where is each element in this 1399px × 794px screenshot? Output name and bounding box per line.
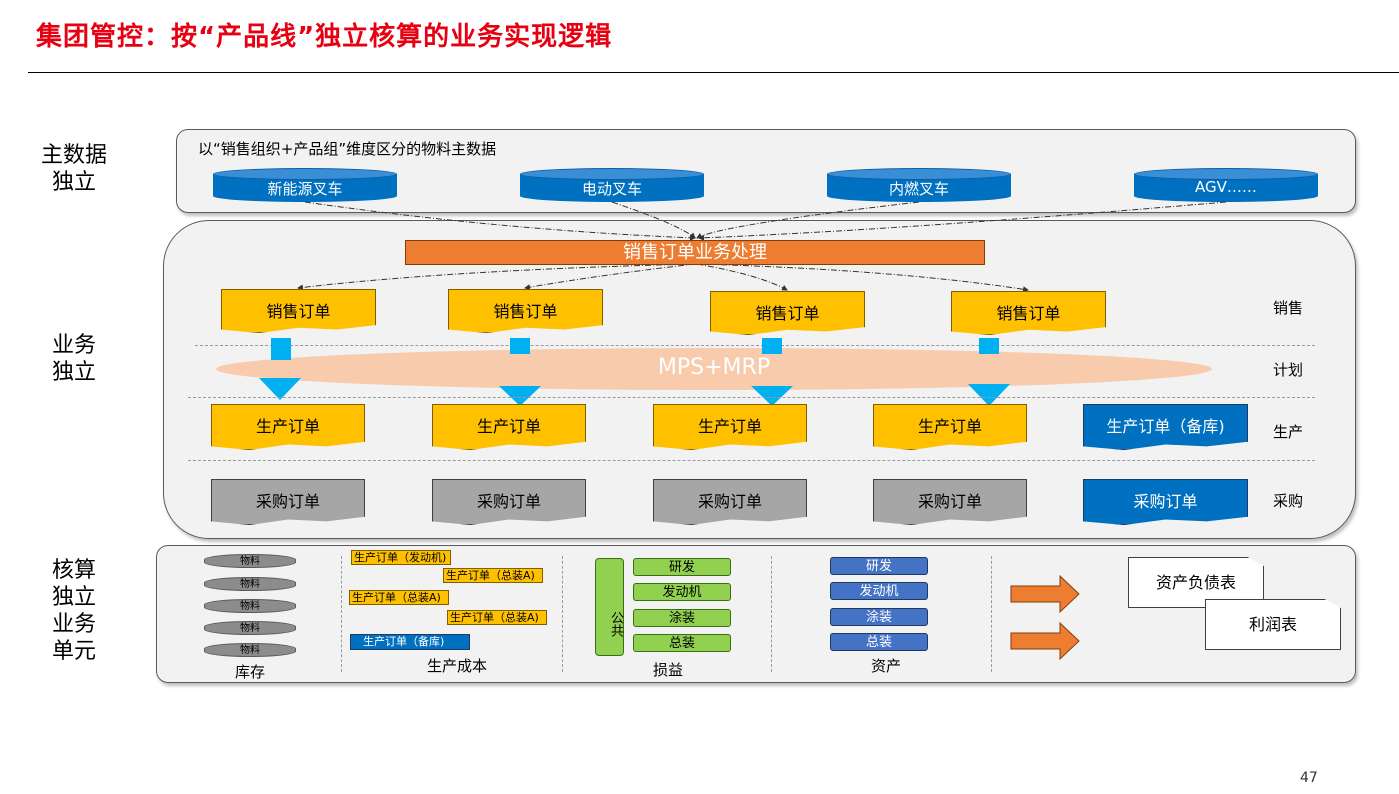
side-label-business: 业务 独立 bbox=[34, 332, 114, 386]
report-income-statement: 利润表 bbox=[1205, 599, 1341, 650]
cost-order: 生产订单（总装A) bbox=[443, 568, 543, 583]
side-label-line: 核算 bbox=[51, 558, 96, 583]
side-label-line: 业务 bbox=[51, 333, 96, 358]
purchase-order-stock: 采购订单 bbox=[1083, 479, 1248, 525]
inventory-item: 物料 bbox=[204, 643, 296, 657]
side-label-line: 主数据 bbox=[40, 143, 107, 168]
pl-item: 研发 bbox=[633, 558, 731, 576]
purchase-order: 采购订单 bbox=[653, 479, 807, 525]
pl-item: 总装 bbox=[633, 634, 731, 652]
pl-label: 损益 bbox=[652, 661, 683, 679]
product-line-cylinder: 内燃叉车 bbox=[827, 168, 1011, 202]
inventory-item: 物料 bbox=[204, 621, 296, 635]
production-order: 生产订单 bbox=[211, 404, 365, 450]
public-bar: 公共 bbox=[595, 558, 624, 656]
cost-order-stock: 生产订单（备库) bbox=[350, 634, 470, 650]
mps-mrp-ellipse bbox=[216, 348, 1212, 390]
column-divider bbox=[771, 556, 772, 672]
purchase-order: 采购订单 bbox=[873, 479, 1027, 525]
asset-label: 资产 bbox=[870, 657, 901, 675]
cost-order: 生产订单（总装A) bbox=[447, 610, 547, 625]
asset-item: 总装 bbox=[830, 633, 928, 651]
production-cost-label: 生产成本 bbox=[426, 657, 487, 675]
mps-mrp-label: MPS+MRP bbox=[657, 355, 771, 380]
asset-item: 研发 bbox=[830, 557, 928, 575]
product-line-cylinder: AGV…… bbox=[1134, 168, 1318, 202]
pl-item: 发动机 bbox=[633, 583, 731, 601]
purchase-order: 采购订单 bbox=[432, 479, 586, 525]
flow-arrows bbox=[1010, 575, 1080, 661]
row-label-plan: 计划 bbox=[1273, 361, 1304, 379]
master-data-caption: 以“销售组织+产品组”维度区分的物料主数据 bbox=[198, 140, 497, 158]
pl-item: 涂装 bbox=[633, 609, 731, 627]
side-label-line: 独立 bbox=[51, 360, 96, 385]
arrow-right-icon bbox=[1010, 575, 1080, 614]
production-order: 生产订单 bbox=[432, 404, 586, 450]
column-divider bbox=[341, 556, 342, 672]
production-order-stock: 生产订单（备库) bbox=[1083, 404, 1248, 450]
row-label-purchase: 采购 bbox=[1273, 492, 1304, 510]
side-label-line: 单元 bbox=[51, 639, 96, 664]
cost-order: 生产订单（发动机) bbox=[351, 550, 451, 565]
inventory-item: 物料 bbox=[204, 577, 296, 591]
production-order: 生产订单 bbox=[653, 404, 807, 450]
side-label-line: 独立 bbox=[51, 585, 96, 610]
sales-processing-bar: 销售订单业务处理 bbox=[405, 240, 985, 265]
arrow-right-icon bbox=[1010, 621, 1080, 661]
side-label-line: 独立 bbox=[51, 170, 96, 195]
production-order: 生产订单 bbox=[873, 404, 1027, 450]
page-title: 集团管控：按“产品线”独立核算的业务实现逻辑 bbox=[36, 22, 613, 52]
column-divider bbox=[991, 556, 992, 672]
row-divider bbox=[195, 345, 1315, 346]
side-label-line: 业务 bbox=[51, 612, 96, 637]
report-balance-sheet: 资产负债表 bbox=[1128, 557, 1264, 608]
sales-order: 销售订单 bbox=[221, 289, 376, 333]
row-divider bbox=[188, 397, 1315, 398]
title-divider bbox=[28, 72, 1399, 73]
cost-order: 生产订单（总装A) bbox=[349, 590, 449, 605]
purchase-order: 采购订单 bbox=[211, 479, 365, 525]
row-label-sales: 销售 bbox=[1273, 299, 1304, 317]
product-line-cylinder: 新能源叉车 bbox=[213, 168, 397, 202]
page-number: 47 bbox=[1300, 770, 1318, 786]
row-label-production: 生产 bbox=[1273, 423, 1304, 441]
asset-item: 发动机 bbox=[830, 582, 928, 600]
inventory-label: 库存 bbox=[234, 663, 265, 681]
asset-item: 涂装 bbox=[830, 608, 928, 626]
inventory-item: 物料 bbox=[204, 554, 296, 568]
product-line-cylinder: 电动叉车 bbox=[520, 168, 704, 202]
side-label-accounting: 核算 独立 业务 单元 bbox=[34, 557, 114, 665]
sales-order: 销售订单 bbox=[951, 291, 1106, 335]
column-divider bbox=[562, 556, 563, 672]
row-divider bbox=[188, 460, 1315, 461]
accounting-panel bbox=[156, 545, 1356, 683]
side-label-master: 主数据 独立 bbox=[34, 142, 114, 196]
inventory-item: 物料 bbox=[204, 599, 296, 613]
